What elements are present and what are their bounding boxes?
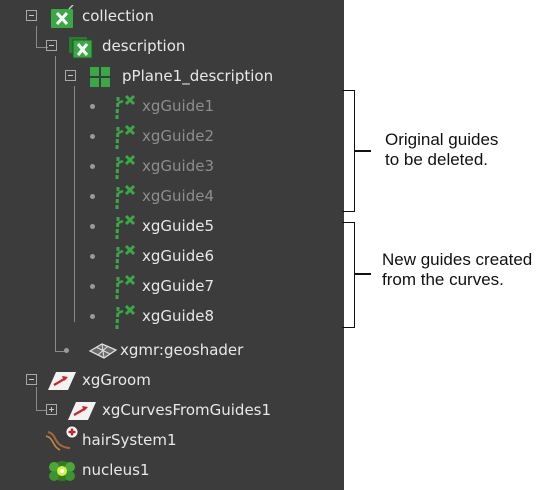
tree-item-label: xgmr:geoshader	[120, 341, 244, 359]
tree-node-dot	[90, 314, 95, 319]
tree-item-geoshader[interactable]: xgmr:geoshader	[0, 336, 344, 366]
tree-node-dot	[90, 164, 95, 169]
tree-node-dot	[90, 194, 95, 199]
tree-line	[74, 86, 75, 322]
xgen-guide-icon	[112, 124, 138, 154]
tree-item-xgguide6[interactable]: xgGuide6	[0, 242, 344, 272]
tree-node-dot	[90, 224, 95, 229]
tree-item-xgcurvesfromguides1[interactable]: xgCurvesFromGuides1	[0, 396, 344, 426]
tree-item-xgguide5[interactable]: xgGuide5	[0, 212, 344, 242]
tree-item-label: xgGuide1	[142, 97, 214, 115]
outliner-panel: collection description pPlane1_descripti…	[0, 0, 344, 490]
tree-node-dot	[90, 104, 95, 109]
tree-item-xgguide7[interactable]: xgGuide7	[0, 272, 344, 302]
tree-item-xgguide1[interactable]: xgGuide1	[0, 92, 344, 122]
collapse-toggle[interactable]	[65, 70, 76, 81]
annotation-line: Original guides	[385, 130, 499, 149]
annotation-line: from the curves.	[382, 270, 504, 289]
tree-item-description[interactable]: description	[0, 32, 344, 62]
tree-item-label: description	[102, 37, 186, 55]
nucleus-icon	[46, 458, 78, 488]
expand-toggle[interactable]	[46, 404, 57, 415]
tree-item-xgguide8[interactable]: xgGuide8	[0, 302, 344, 332]
bracket-pointer	[355, 150, 371, 152]
tree-node-dot	[90, 134, 95, 139]
tree-line	[36, 26, 37, 48]
tree-item-label: pPlane1_description	[122, 67, 274, 85]
tree-item-nucleus1[interactable]: nucleus1	[0, 456, 344, 486]
collapse-toggle[interactable]	[46, 40, 57, 51]
tree-item-label: xgGuide3	[142, 157, 214, 175]
tree-item-collection[interactable]: collection	[0, 2, 344, 32]
tree-item-pplane1-description[interactable]: pPlane1_description	[0, 62, 344, 92]
annotation-line: to be deleted.	[385, 150, 489, 169]
tree-item-xgguide3[interactable]: xgGuide3	[0, 152, 344, 182]
xgen-guide-icon	[112, 244, 138, 274]
tree-item-hairsystem1[interactable]: hairSystem1	[0, 426, 344, 456]
annotation-original-guides: Original guides to be deleted.	[385, 130, 498, 170]
xgen-guide-icon	[112, 154, 138, 184]
geoshader-icon	[88, 342, 118, 364]
xgen-guide-icon	[112, 214, 138, 244]
tree-line	[36, 410, 46, 411]
tree-line	[55, 56, 56, 352]
collapse-toggle[interactable]	[26, 374, 37, 385]
tree-node-dot	[90, 284, 95, 289]
tree-line	[36, 47, 48, 48]
annotation-new-guides: New guides created from the curves.	[382, 250, 532, 290]
tree-item-xggroom[interactable]: xgGroom	[0, 366, 344, 396]
tree-item-label: collection	[82, 7, 154, 25]
bracket-original-guides	[342, 90, 355, 212]
xggroom-icon	[68, 400, 98, 426]
tree-item-label: xgGuide6	[142, 247, 214, 265]
tree-item-label: xgGuide2	[142, 127, 214, 145]
tree-node-dot	[64, 348, 69, 353]
tree-line	[36, 387, 37, 411]
tree-item-label: xgGuide8	[142, 307, 214, 325]
tree-item-label: nucleus1	[82, 461, 150, 479]
tree-line	[55, 351, 65, 352]
tree-item-label: xgGuide5	[142, 217, 214, 235]
tree-item-label: hairSystem1	[82, 431, 177, 449]
hair-system-icon	[44, 426, 80, 458]
tree-item-xgguide4[interactable]: xgGuide4	[0, 182, 344, 212]
bracket-new-guides	[342, 222, 355, 328]
bracket-pointer	[355, 273, 371, 275]
tree-item-xgguide2[interactable]: xgGuide2	[0, 122, 344, 152]
collapse-toggle[interactable]	[26, 10, 37, 21]
xgen-collection-icon	[50, 4, 76, 33]
xgen-description-icon	[68, 35, 96, 63]
xgen-guide-icon	[112, 184, 138, 214]
grid-description-icon	[90, 67, 112, 91]
xgen-guide-icon	[112, 94, 138, 124]
tree-item-label: xgGuide7	[142, 277, 214, 295]
tree-node-dot	[90, 254, 95, 259]
tree-item-label: xgGroom	[82, 371, 151, 389]
annotation-line: New guides created	[382, 250, 533, 269]
xggroom-icon	[48, 370, 78, 396]
tree-item-label: xgCurvesFromGuides1	[102, 401, 272, 419]
tree-item-label: xgGuide4	[142, 187, 214, 205]
xgen-guide-icon	[112, 274, 138, 304]
xgen-guide-icon	[112, 304, 138, 334]
